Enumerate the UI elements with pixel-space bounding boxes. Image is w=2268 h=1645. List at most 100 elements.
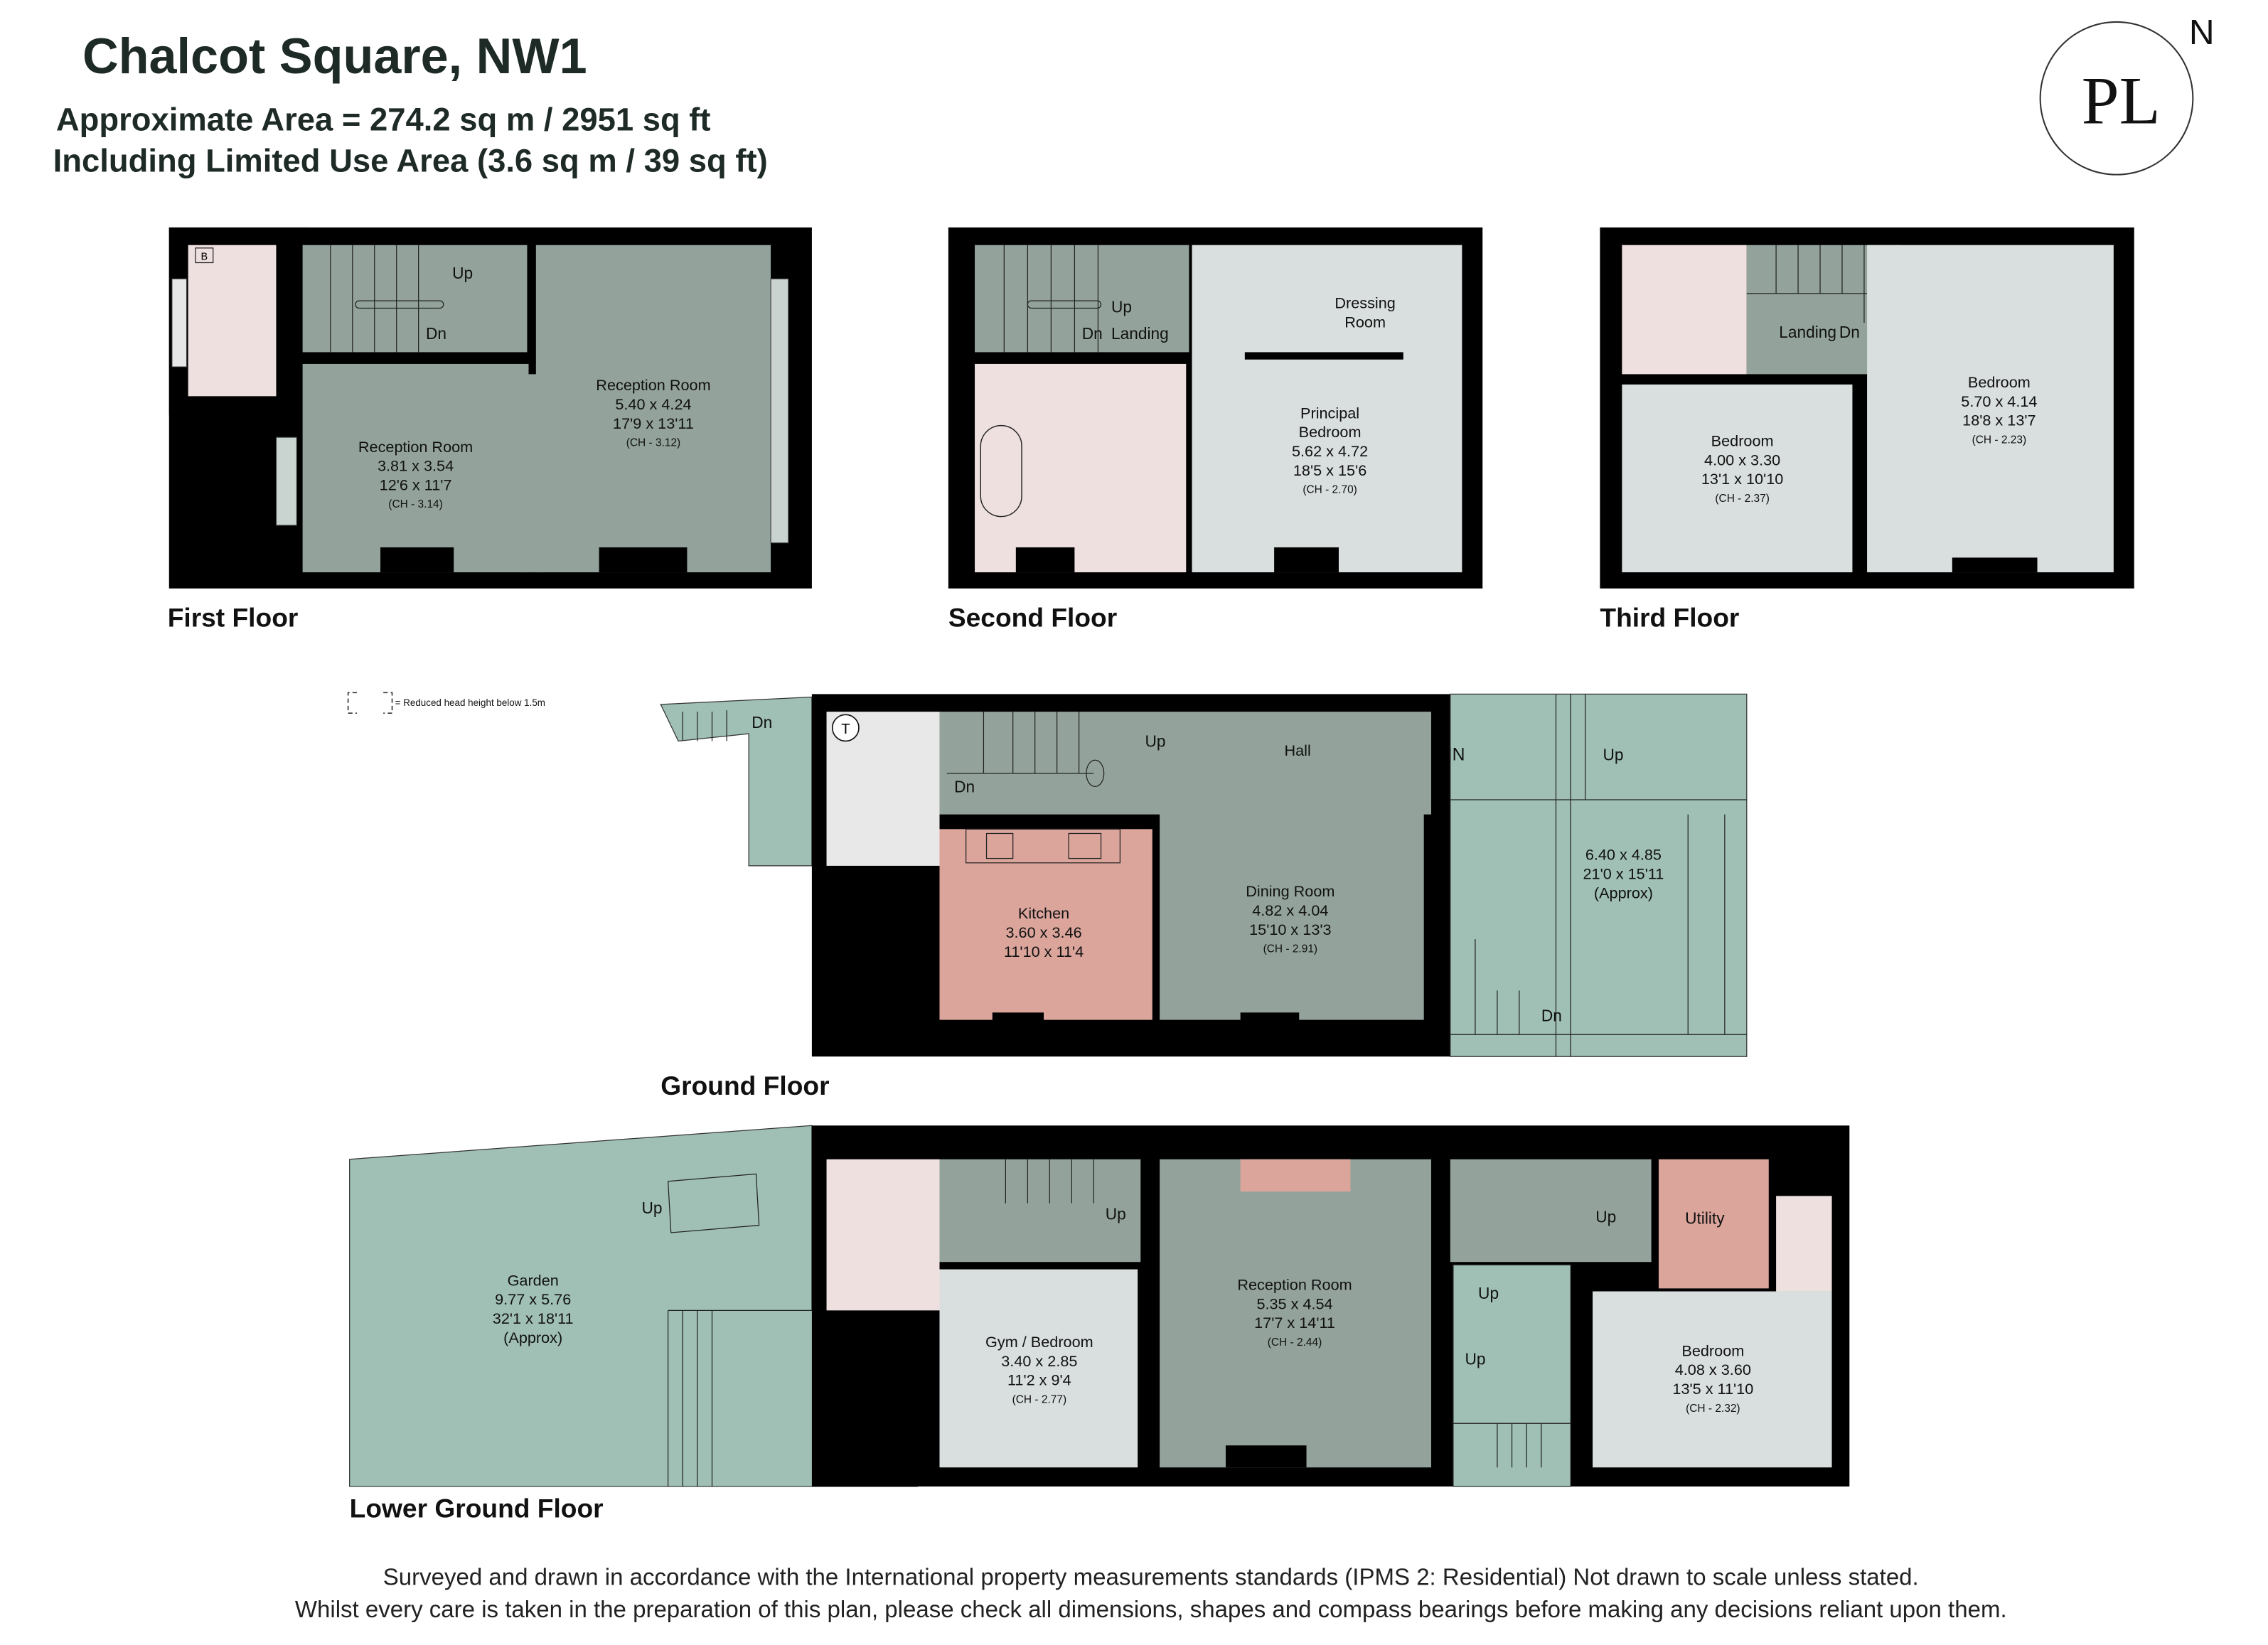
stair-down-label: Dn bbox=[1082, 324, 1103, 343]
room-imperial: 11'2 x 9'4 bbox=[1007, 1371, 1071, 1389]
bathroom bbox=[975, 363, 1187, 573]
principal-bedroom bbox=[1192, 245, 1462, 573]
room-imperial: 21'0 x 15'11 bbox=[1583, 864, 1664, 882]
room-imperial: 13'1 x 10'10 bbox=[1701, 470, 1783, 488]
tank-label: T bbox=[841, 721, 850, 737]
dressing-room-label-2: Room bbox=[1344, 313, 1386, 331]
room-ceiling-height: (CH - 2.91) bbox=[1263, 943, 1318, 955]
landing-label: Landing bbox=[1111, 324, 1169, 343]
landing-label: Landing bbox=[1779, 323, 1836, 341]
room-name: Dining Room bbox=[1246, 882, 1334, 900]
room-metric: 3.60 x 3.46 bbox=[1005, 923, 1081, 941]
stair-up-label: Up bbox=[1145, 732, 1165, 751]
room-metric: 4.82 x 4.04 bbox=[1252, 901, 1328, 919]
stair-down-label-2: Dn bbox=[954, 778, 975, 796]
floor-label-third: Third Floor bbox=[1600, 602, 1739, 632]
bathroom bbox=[1622, 245, 1747, 375]
room-name: Gym / Bedroom bbox=[985, 1333, 1093, 1351]
room-metric: 6.40 x 4.85 bbox=[1585, 846, 1662, 864]
footer-disclaimer-2: Whilst every care is taken in the prepar… bbox=[295, 1596, 2007, 1622]
room-metric: 5.62 x 4.72 bbox=[1292, 442, 1368, 460]
shower-room bbox=[826, 1159, 940, 1311]
room-ceiling-height: (CH - 2.77) bbox=[1012, 1393, 1067, 1405]
plan-title: Chalcot Square, NW1 bbox=[82, 28, 587, 84]
room-note: (Approx) bbox=[503, 1329, 562, 1346]
room-imperial: 18'5 x 15'6 bbox=[1293, 461, 1366, 479]
room-note: (Approx) bbox=[1594, 884, 1653, 901]
room-imperial: 13'5 x 11'10 bbox=[1672, 1380, 1753, 1398]
room-metric: 5.35 x 4.54 bbox=[1256, 1295, 1332, 1312]
room-name: Bedroom bbox=[1711, 432, 1774, 450]
room-imperial: 17'9 x 13'11 bbox=[613, 414, 694, 432]
bathroom bbox=[188, 245, 277, 397]
room-ceiling-height: (CH - 2.23) bbox=[1972, 434, 2027, 446]
hall bbox=[939, 712, 1432, 815]
stair-up-label: Up bbox=[1111, 298, 1132, 316]
stair-up-label-5: Up bbox=[1595, 1208, 1616, 1226]
room-name-2: Bedroom bbox=[1299, 423, 1362, 441]
logo-text: PL bbox=[2082, 63, 2161, 138]
room-name: Reception Room bbox=[358, 438, 473, 456]
room-name: Reception Room bbox=[1237, 1275, 1352, 1293]
stair-up-label-3: Up bbox=[1478, 1284, 1499, 1302]
room-metric: 4.08 x 3.60 bbox=[1675, 1361, 1751, 1378]
room-name: Principal bbox=[1300, 404, 1359, 422]
lower-ground-floor-plan: Up Up Up Up Up Utility Garden 9.77 x 5.7… bbox=[349, 1125, 1850, 1487]
reception-room-rear bbox=[302, 363, 529, 573]
stair-up-label: Up bbox=[641, 1199, 662, 1217]
room-ceiling-height: (CH - 3.14) bbox=[388, 498, 443, 510]
reception-room-front bbox=[535, 245, 771, 573]
room-ceiling-height: (CH - 3.12) bbox=[626, 437, 680, 449]
room-name: Kitchen bbox=[1018, 904, 1069, 922]
reception-room bbox=[1160, 1159, 1432, 1468]
dressing-room-label: Dressing bbox=[1334, 294, 1395, 311]
stair-up-label-2: Up bbox=[1106, 1204, 1126, 1223]
stair-down-label: Dn bbox=[426, 324, 446, 343]
room-metric: 5.70 x 4.14 bbox=[1961, 392, 2037, 410]
legend-text: = Reduced head height below 1.5m bbox=[395, 697, 545, 708]
ground-floor-plan: Dn T Up Dn Hall IN Up Dn Kitchen 3.60 x … bbox=[660, 693, 1748, 1057]
dining-room bbox=[1160, 807, 1424, 1020]
limited-use-area: Including Limited Use Area (3.6 sq m / 3… bbox=[53, 143, 768, 179]
third-floor-plan: Landing Dn Bedroom 5.70 x 4.14 18'8 x 13… bbox=[1600, 227, 2134, 589]
legend: = Reduced head height below 1.5m bbox=[347, 692, 545, 714]
bedroom-front bbox=[1867, 245, 2114, 573]
boiler-label: B bbox=[200, 251, 208, 262]
pl-logo: PL bbox=[2039, 21, 2194, 176]
utility bbox=[1658, 1159, 1769, 1289]
bedroom bbox=[1593, 1291, 1832, 1468]
second-floor-plan: Up Dn Landing Dressing Room Principal Be… bbox=[948, 227, 1483, 589]
room-ceiling-height: (CH - 2.37) bbox=[1715, 493, 1769, 505]
room-ceiling-height: (CH - 2.32) bbox=[1686, 1403, 1740, 1415]
room-metric: 9.77 x 5.76 bbox=[495, 1290, 571, 1308]
floor-label-lower-ground: Lower Ground Floor bbox=[350, 1493, 604, 1523]
first-floor-plan: B Up Dn Reception Room 5.40 x 4.24 17'9 … bbox=[169, 227, 812, 589]
room-metric: 3.40 x 2.85 bbox=[1001, 1352, 1077, 1370]
stair-up-label-4: Up bbox=[1465, 1350, 1485, 1368]
room-imperial: 12'6 x 11'7 bbox=[380, 476, 452, 493]
room-imperial: 17'7 x 14'11 bbox=[1254, 1314, 1335, 1331]
room-ceiling-height: (CH - 2.70) bbox=[1303, 484, 1357, 496]
room-imperial: 32'1 x 18'11 bbox=[493, 1309, 574, 1327]
stair-landing bbox=[302, 245, 528, 353]
room-name: Garden bbox=[508, 1271, 559, 1289]
room-ceiling-height: (CH - 2.44) bbox=[1268, 1336, 1322, 1349]
gym-bedroom bbox=[939, 1269, 1138, 1468]
room-name: Bedroom bbox=[1681, 1341, 1744, 1359]
stair-up-label: Up bbox=[452, 264, 473, 282]
en-suite bbox=[1776, 1196, 1832, 1292]
bedroom-rear bbox=[1622, 384, 1853, 573]
stair-down-label-3: Dn bbox=[1541, 1007, 1562, 1025]
stair-up-label-2: Up bbox=[1603, 745, 1624, 763]
approximate-area: Approximate Area = 274.2 sq m / 2951 sq … bbox=[56, 102, 711, 138]
floor-label-first: First Floor bbox=[168, 602, 299, 632]
landing bbox=[975, 245, 1189, 353]
stair-hall bbox=[939, 1159, 1141, 1263]
front-terrace bbox=[1450, 693, 1748, 1057]
stair-down-label: Dn bbox=[1839, 323, 1860, 341]
room-name: Reception Room bbox=[596, 376, 710, 394]
stair-down-label: Dn bbox=[751, 713, 772, 732]
floor-label-second: Second Floor bbox=[948, 602, 1117, 632]
entrance-label: IN bbox=[1448, 745, 1465, 764]
